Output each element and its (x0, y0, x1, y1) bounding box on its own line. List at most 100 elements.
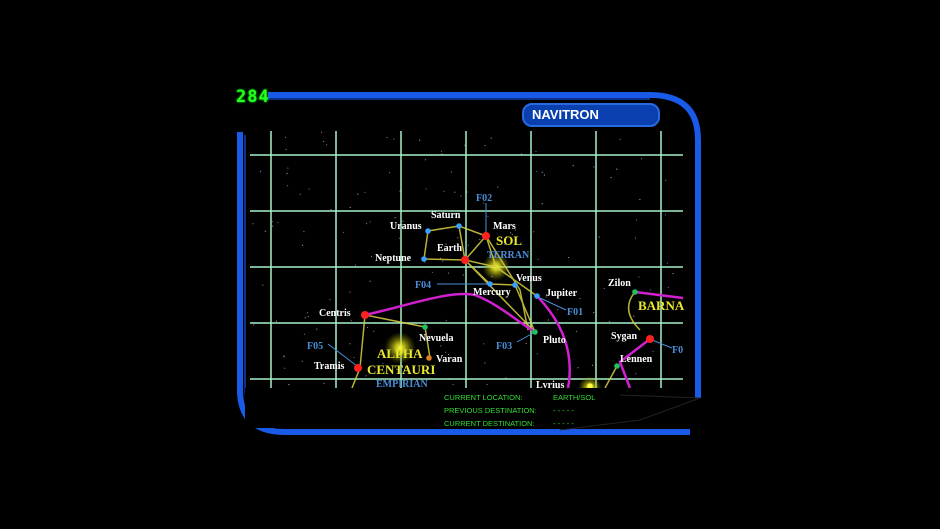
planet-label[interactable]: Neptune (375, 253, 412, 264)
star (510, 232, 512, 234)
star (442, 260, 444, 262)
planet-label[interactable]: Centris (319, 308, 351, 319)
star (634, 237, 636, 239)
planet-label[interactable]: Uranus (390, 221, 422, 232)
star (373, 330, 375, 332)
fleet-label[interactable]: F02 (476, 193, 492, 204)
planet-node-saturn[interactable] (456, 223, 462, 229)
star (639, 198, 641, 201)
faction-label-terran: TERRAN (487, 250, 530, 261)
star (610, 176, 612, 179)
star (357, 193, 359, 195)
fleet-label[interactable]: F05 (307, 341, 323, 352)
star (394, 216, 396, 219)
planet-node-sygan[interactable] (646, 335, 654, 343)
planet-node-lennen[interactable] (614, 363, 620, 369)
planet-node-venus[interactable] (512, 282, 518, 288)
planet-label[interactable]: Mercury (473, 287, 511, 298)
star (389, 172, 391, 174)
planet-node-lvrius[interactable] (587, 383, 593, 389)
planet-node-nevuela[interactable] (422, 324, 428, 330)
fleet-label[interactable]: F01 (567, 307, 583, 318)
planet-node-pluto[interactable] (532, 329, 538, 335)
star (284, 136, 287, 138)
star (497, 186, 499, 188)
star (301, 360, 303, 362)
star (369, 280, 371, 282)
star (353, 356, 355, 359)
planet-label[interactable]: Jupiter (546, 288, 578, 299)
star (643, 304, 645, 306)
star (445, 243, 447, 245)
planet-label[interactable]: Varan (436, 354, 463, 365)
star (386, 136, 388, 139)
star (572, 165, 574, 167)
planet-label[interactable]: Venus (516, 273, 542, 284)
star (431, 271, 433, 273)
star (525, 342, 527, 345)
planet-label[interactable]: Saturn (431, 210, 461, 221)
fleet-label[interactable]: F0 (672, 345, 683, 356)
star (535, 170, 538, 172)
star (445, 319, 447, 322)
star (454, 191, 456, 193)
star (342, 231, 345, 233)
planet-label[interactable]: Lvrius (536, 380, 564, 391)
planet-label[interactable]: Mars (493, 221, 516, 232)
alpha-centauri-star (384, 332, 416, 364)
navitron-title: NAVITRON (522, 103, 660, 127)
star (424, 261, 426, 263)
star (425, 188, 427, 190)
star (616, 168, 618, 170)
planet-label[interactable]: Earth (437, 243, 462, 254)
planet-node-mercury[interactable] (487, 281, 493, 287)
planet-label[interactable]: Zilon (608, 278, 631, 289)
routes-yellow (351, 225, 641, 389)
star (533, 231, 535, 233)
star (369, 221, 371, 223)
planet-label[interactable]: Tramis (314, 361, 344, 372)
planet-node-earth[interactable] (461, 256, 469, 264)
planet-label[interactable]: Pluto (543, 335, 566, 346)
star (640, 158, 643, 160)
star (275, 320, 277, 322)
planet-node-mars[interactable] (482, 232, 490, 240)
star (464, 144, 466, 146)
current-location-value: EARTH/SOL (553, 393, 596, 402)
planet-label[interactable]: Sygan (611, 331, 638, 342)
planet-node-tramis[interactable] (354, 364, 362, 372)
system-label-alpha: ALPHA (377, 346, 423, 361)
star (440, 345, 442, 347)
star (460, 195, 462, 197)
star (505, 236, 507, 238)
star (320, 131, 323, 133)
planet-node-neptune[interactable] (421, 256, 427, 262)
star (447, 272, 450, 274)
planet-node-zilon[interactable] (632, 289, 638, 295)
star (504, 251, 507, 253)
planet-node-varan[interactable] (426, 355, 432, 361)
routes-magenta (364, 290, 684, 389)
star (322, 140, 324, 143)
star (349, 343, 351, 345)
planet-node-jupiter[interactable] (534, 293, 540, 299)
fleet-label[interactable]: F03 (496, 341, 512, 352)
planet-node-centris[interactable] (361, 311, 369, 319)
star (452, 383, 454, 386)
star (301, 244, 304, 246)
system-label-centauri: CENTAURI (367, 362, 435, 377)
planet-label[interactable]: Nevuela (419, 333, 453, 344)
planet-label[interactable]: Lennen (620, 354, 653, 365)
star (306, 312, 308, 314)
star (608, 320, 610, 323)
system-label-sol: SOL (496, 233, 522, 248)
star (457, 237, 459, 239)
current-destination-value: - - - - - (553, 419, 574, 428)
planet-node-uranus[interactable] (425, 228, 431, 234)
star (665, 179, 667, 181)
star (537, 258, 539, 260)
fleet-label[interactable]: F04 (415, 280, 431, 291)
star (598, 236, 600, 238)
star (577, 367, 579, 369)
